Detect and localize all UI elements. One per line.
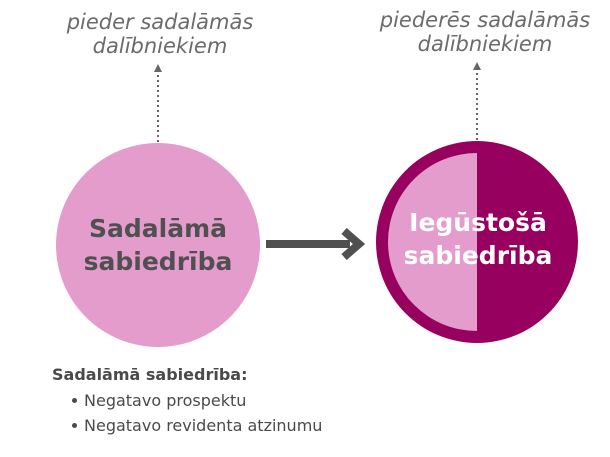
acquiring-company-name-line-1: Iegūstošā bbox=[409, 208, 547, 237]
left-ownership-line-1: pieder sadalāmās bbox=[66, 10, 254, 34]
notes-list-item: Negatavo revidenta atzinumu bbox=[72, 413, 322, 438]
notes-list-item: Negatavo prospektu bbox=[72, 388, 322, 413]
right-ownership-label: piederēs sadalāmās dalībniekiem bbox=[355, 8, 610, 56]
notes-block: Sadalāmā sabiedrība: Negatavo prospektu … bbox=[52, 365, 322, 438]
left-ownership-line-2: dalībniekiem bbox=[92, 34, 228, 58]
acquiring-company-name: Iegūstošā sabiedrība bbox=[378, 206, 578, 272]
divided-company-circle bbox=[56, 143, 260, 347]
divided-company-name-line-2: sabiedrība bbox=[83, 247, 233, 276]
left-connector-arrowhead bbox=[154, 64, 162, 72]
right-connector-arrowhead bbox=[473, 62, 481, 70]
acquiring-company-name-line-2: sabiedrība bbox=[403, 241, 553, 270]
acquired-share-half bbox=[388, 153, 477, 331]
notes-list: Negatavo prospektu Negatavo revidenta at… bbox=[52, 388, 322, 438]
right-ownership-line-2: dalībniekiem bbox=[417, 32, 553, 56]
divided-company-name: Sadalāmā sabiedrība bbox=[58, 212, 258, 278]
transfer-arrow-head bbox=[341, 227, 366, 261]
divided-company-name-line-1: Sadalāmā bbox=[88, 214, 227, 243]
notes-heading: Sadalāmā sabiedrība: bbox=[52, 365, 248, 384]
left-ownership-label: pieder sadalāmās dalībniekiem bbox=[40, 10, 280, 58]
right-ownership-line-1: piederēs sadalāmās bbox=[379, 8, 591, 32]
